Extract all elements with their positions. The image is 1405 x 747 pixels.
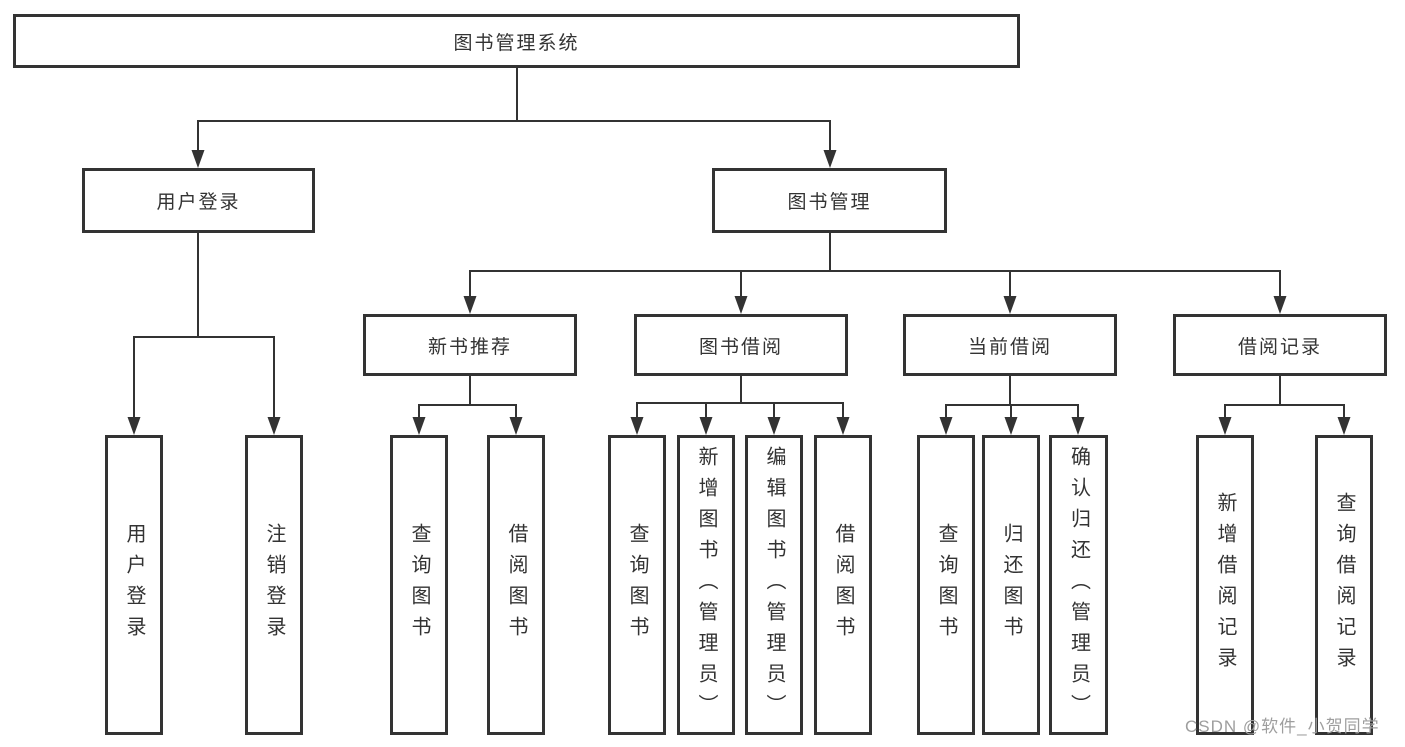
leaf-user-login-label: 用户登录 [123,523,145,647]
node-user-login-label: 用户登录 [156,192,241,213]
leaf-borrow-books-recommend: 借阅图书 [487,435,545,735]
node-book-borrowing: 图书借阅 [634,314,848,376]
leaf-query-books-recommend: 查询图书 [390,435,448,735]
leaf-query-borrow-record: 查询借阅记录 [1315,435,1373,735]
leaf-edit-books-admin-label: 编辑图书（管理员） [763,445,785,725]
node-book-management: 图书管理 [712,168,947,233]
node-root: 图书管理系统 [13,14,1020,68]
leaf-query-books-current: 查询图书 [917,435,975,735]
node-book-management-label: 图书管理 [787,192,872,213]
csdn-watermark: CSDN @软件_小贺同学 [1185,717,1380,736]
leaf-add-books-admin: 新增图书（管理员） [677,435,735,735]
node-borrowing-records: 借阅记录 [1173,314,1387,376]
leaf-query-books-borrowing: 查询图书 [608,435,666,735]
leaf-return-books-label: 归还图书 [1000,523,1022,647]
arrowheads [127,150,1351,435]
leaf-confirm-return-admin: 确认归还（管理员） [1049,435,1108,735]
leaf-confirm-return-admin-label: 确认归还（管理员） [1067,445,1090,725]
connector-borrow-records-branch [1224,376,1345,420]
leaf-query-books-recommend-label: 查询图书 [408,523,430,647]
leaf-add-borrow-record: 新增借阅记录 [1196,435,1254,735]
leaf-return-books: 归还图书 [982,435,1040,735]
leaf-add-books-admin-label: 新增图书（管理员） [695,445,717,725]
leaf-logout-label: 注销登录 [263,523,285,647]
leaf-borrow-books-recommend-label: 借阅图书 [505,523,527,647]
leaf-query-borrow-record-label: 查询借阅记录 [1333,492,1355,678]
connector-user-login-branch [133,233,275,420]
node-current-borrowing-label: 当前借阅 [967,336,1052,358]
node-new-book-recommend: 新书推荐 [363,314,577,376]
leaf-query-books-current-label: 查询图书 [935,523,957,647]
node-root-label: 图书管理系统 [453,32,580,54]
node-new-book-recommend-label: 新书推荐 [427,336,512,358]
leaf-query-books-borrowing-label: 查询图书 [626,523,648,647]
leaf-user-login: 用户登录 [105,435,163,735]
node-book-borrowing-label: 图书借阅 [698,336,783,358]
connector-root-to-level2 [197,68,831,153]
connector-book-mgmt-branch [469,233,1281,299]
leaf-edit-books-admin: 编辑图书（管理员） [745,435,803,735]
node-current-borrowing: 当前借阅 [903,314,1117,376]
leaf-add-borrow-record-label: 新增借阅记录 [1214,492,1236,678]
connector-new-book-rec-branch [418,376,517,420]
connector-current-borrow-branch [945,376,1079,420]
leaf-borrow-books-borrowing-label: 借阅图书 [832,523,854,647]
leaf-borrow-books-borrowing: 借阅图书 [814,435,872,735]
connector-book-borrow-branch [636,376,844,420]
node-user-login: 用户登录 [82,168,315,233]
node-borrowing-records-label: 借阅记录 [1237,336,1322,358]
leaf-logout: 注销登录 [245,435,303,735]
